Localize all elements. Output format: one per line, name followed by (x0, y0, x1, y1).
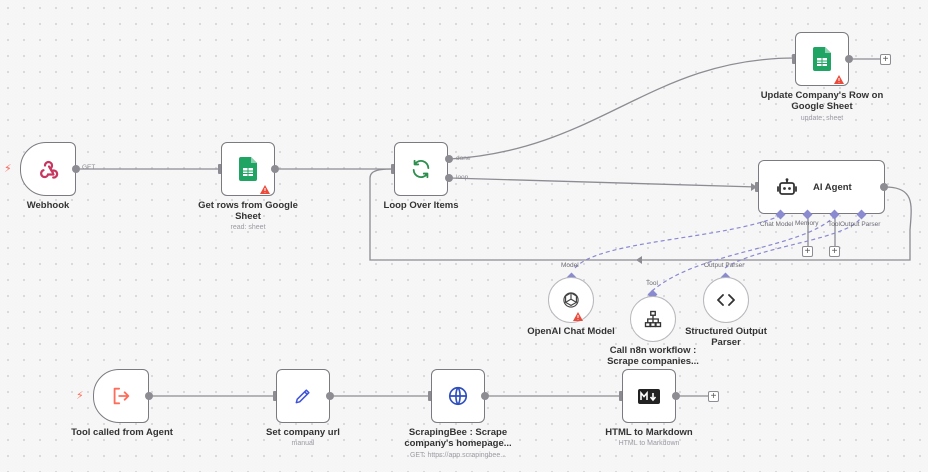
update-node[interactable] (795, 32, 849, 86)
webhook-label: Webhook (26, 200, 70, 211)
html-markdown-node[interactable] (622, 369, 676, 423)
call-workflow-node[interactable] (630, 296, 676, 342)
ai-agent-label: AI Agent (813, 181, 852, 193)
warning-icon (573, 308, 583, 326)
port-memory-label: Memory (795, 220, 819, 227)
google-sheets-icon (239, 157, 257, 181)
agent-output-handle[interactable] (880, 183, 888, 191)
openai-icon (561, 290, 581, 310)
md-input-handle[interactable] (619, 391, 624, 401)
webhook-icon (36, 157, 60, 181)
warning-icon (260, 181, 270, 199)
openai-node[interactable] (548, 277, 594, 323)
loop-label: Loop Over Items (383, 200, 459, 211)
conn-loop-done-update (449, 57, 796, 160)
add-memory-button[interactable]: + (802, 246, 813, 257)
pencil-icon (293, 386, 313, 406)
set-url-node[interactable] (276, 369, 330, 423)
warning-icon (834, 71, 844, 89)
add-tool-button[interactable]: + (829, 246, 840, 257)
workflow-port-label: Tool (646, 280, 658, 287)
get-rows-node[interactable] (221, 142, 275, 196)
loop-input-handle[interactable] (391, 164, 396, 174)
connection-label-get: GET (82, 164, 96, 171)
loop-node[interactable] (394, 142, 448, 196)
loop-done-handle[interactable] (445, 155, 453, 163)
update-sub: update: sheet (800, 115, 844, 122)
exit-icon (110, 385, 132, 407)
loop-done-label: done (456, 155, 471, 162)
openai-label: OpenAI Chat Model (527, 326, 615, 337)
tool-called-output-handle[interactable] (145, 392, 153, 400)
update-input-handle[interactable] (792, 54, 797, 64)
webhook-node[interactable] (20, 142, 76, 196)
set-url-input-handle[interactable] (273, 391, 278, 401)
loop-icon (410, 158, 432, 180)
tool-called-label: Tool called from Agent (71, 427, 173, 438)
arrow-loop-back (636, 256, 642, 264)
scrapingbee-label: ScrapingBee : Scrape company's homepage.… (404, 427, 512, 449)
get-rows-sub: read: sheet (230, 224, 266, 231)
globe-icon (447, 385, 469, 407)
trigger-bolt-icon: ⚡ (76, 390, 84, 402)
add-node-button[interactable]: + (708, 391, 719, 402)
google-sheets-icon (813, 47, 831, 71)
getrows-input-handle[interactable] (218, 164, 223, 174)
ai-agent-node[interactable]: AI Agent (758, 160, 885, 214)
scrapingbee-node[interactable] (431, 369, 485, 423)
markdown-icon (638, 388, 660, 404)
tool-called-node[interactable] (93, 369, 149, 423)
port-tool-label: Tool (828, 221, 840, 228)
scrapingbee-sub: GET: https://app.scrapingbee... (409, 452, 507, 459)
structured-parser-node[interactable] (703, 277, 749, 323)
bee-input-handle[interactable] (428, 391, 433, 401)
port-output-parser-label: Output Parser (840, 221, 881, 228)
parser-port-label: Output Parser (704, 262, 745, 269)
update-output-handle[interactable] (845, 55, 853, 63)
trigger-bolt-icon: ⚡ (4, 163, 12, 175)
set-url-label: Set company url (266, 427, 340, 438)
agent-input-handle[interactable] (755, 182, 760, 192)
add-node-button[interactable]: + (880, 54, 891, 65)
bee-output-handle[interactable] (481, 392, 489, 400)
code-icon (717, 293, 735, 307)
conn-openai-chatmodel (574, 215, 781, 269)
robot-icon (777, 178, 797, 196)
getrows-output-handle[interactable] (271, 165, 279, 173)
set-url-output-handle[interactable] (326, 392, 334, 400)
webhook-output-handle[interactable] (72, 165, 80, 173)
html-markdown-label: HTML to Markdown (605, 427, 693, 438)
update-label: Update Company's Row on Google Sheet (760, 90, 884, 112)
port-chat-model-label: Chat Model (760, 221, 794, 228)
openai-port-label: Model (561, 262, 579, 269)
md-output-handle[interactable] (672, 392, 680, 400)
get-rows-label: Get rows from Google Sheet (198, 200, 298, 222)
html-markdown-sub: HTML to Markdown (618, 440, 680, 447)
structured-label: Structured Output Parser (685, 326, 767, 348)
sitemap-icon (644, 310, 662, 328)
set-url-sub: manual (291, 440, 315, 447)
conn-loop-loop-agent (449, 177, 758, 188)
call-workflow-label: Call n8n workflow : Scrape companies... (607, 345, 699, 367)
loop-loop-label: loop (456, 174, 469, 181)
loop-loop-handle[interactable] (445, 174, 453, 182)
